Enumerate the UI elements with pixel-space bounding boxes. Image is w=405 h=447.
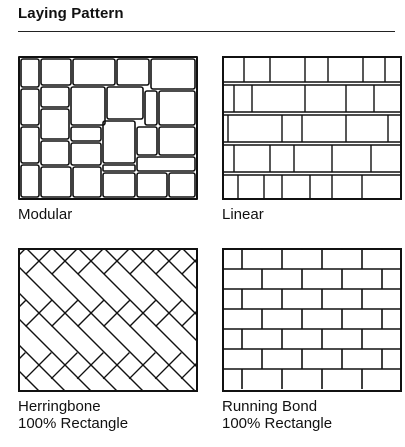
pattern-option-running-bond[interactable]: Running Bond 100% Rectangle [222, 248, 402, 432]
pattern-sublabel: 100% Rectangle [18, 415, 198, 432]
section-title: Laying Pattern [18, 5, 124, 22]
linear-pattern-icon[interactable] [222, 56, 402, 200]
running-bond-pattern-icon[interactable] [222, 248, 402, 392]
section-header: Laying Pattern [0, 0, 405, 32]
herringbone-pattern-icon[interactable] [18, 248, 198, 392]
pattern-label: Linear [222, 206, 402, 223]
pattern-option-modular[interactable]: Modular [18, 56, 198, 223]
pattern-label: Modular [18, 206, 198, 223]
modular-pattern-icon[interactable] [18, 56, 198, 200]
pattern-option-linear[interactable]: Linear [222, 56, 402, 223]
header-divider [18, 31, 395, 32]
pattern-option-herringbone[interactable]: Herringbone 100% Rectangle [18, 248, 198, 432]
pattern-label: Herringbone [18, 398, 198, 415]
pattern-sublabel: 100% Rectangle [222, 415, 402, 432]
pattern-label: Running Bond [222, 398, 402, 415]
